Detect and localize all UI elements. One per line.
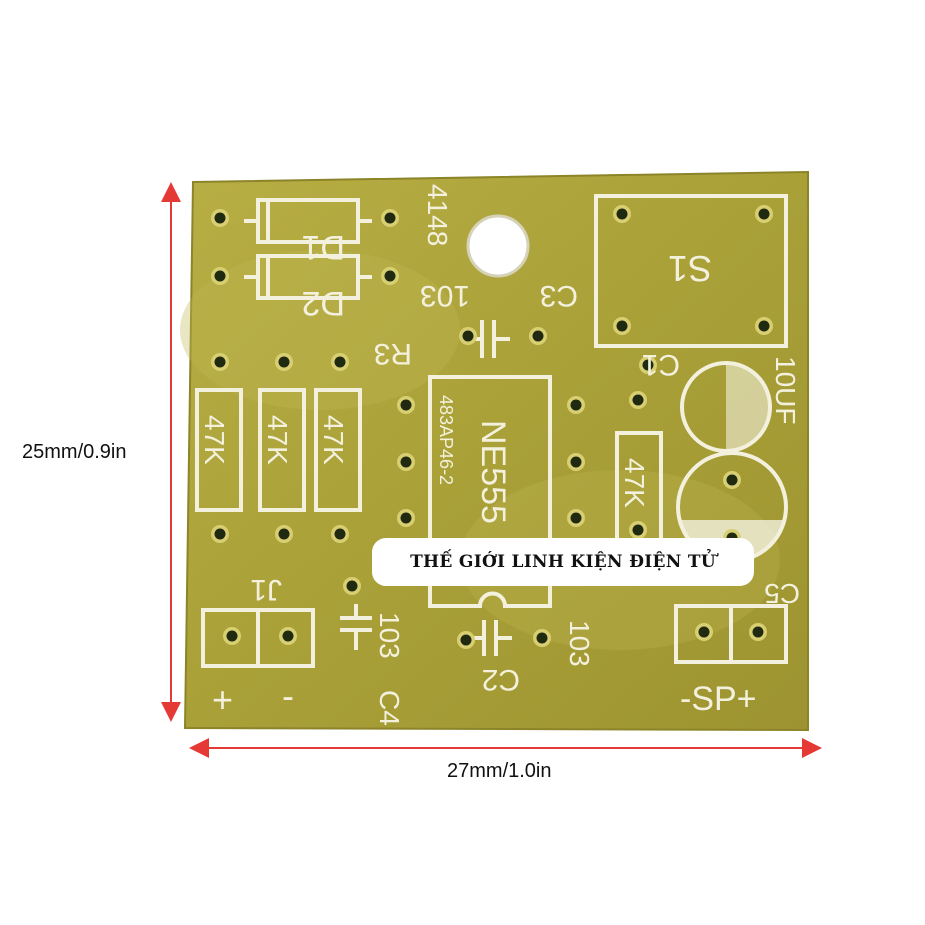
drill-hole: [214, 212, 226, 224]
drill-hole: [758, 320, 770, 332]
drill-hole: [334, 528, 346, 540]
drill-hole: [278, 528, 290, 540]
silk-c2: C2: [482, 663, 520, 696]
capacitor-c4-symbol: [340, 604, 372, 650]
brand-banner: THẾ GIỚI LINH KIỆN ĐIỆN TỬ: [372, 538, 754, 586]
silk-s1: S1: [668, 248, 712, 289]
silk-c4: C4: [374, 690, 405, 726]
silk-diode-part: 4148: [422, 184, 453, 246]
drill-hole: [752, 626, 764, 638]
connector-speaker-outline: [674, 604, 788, 664]
silk-c2-value: 103: [564, 620, 595, 667]
silk-c1: C1: [642, 348, 680, 381]
switch-s1-outline: [594, 194, 788, 348]
drill-hole: [570, 399, 582, 411]
silk-c3-value: 103: [420, 279, 470, 312]
silk-res-left-2: 47K: [262, 415, 293, 465]
silk-minus-left: -: [282, 675, 294, 716]
resistor-outline-2: [258, 388, 306, 512]
drill-hole: [282, 630, 294, 642]
silk-ic-name: NE555: [474, 420, 512, 524]
drill-hole: [632, 394, 644, 406]
silk-j1: J1: [250, 573, 282, 606]
drill-hole: [346, 580, 358, 592]
ic-outline: [428, 375, 552, 608]
drill-hole: [570, 512, 582, 524]
drill-hole: [214, 528, 226, 540]
brand-banner-text: THẾ GIỚI LINH KIỆN ĐIỆN TỬ: [410, 552, 716, 572]
silk-ic-code: 483AP46-2: [436, 395, 456, 485]
drill-hole: [460, 634, 472, 646]
drill-hole: [278, 356, 290, 368]
silk-res-left-3: 47K: [318, 415, 349, 465]
silk-d2: D2: [302, 284, 345, 322]
drill-hole: [400, 399, 412, 411]
diode-d1-outline: [244, 198, 372, 244]
silk-c4-value: 103: [374, 612, 405, 659]
silk-c3: C3: [540, 279, 578, 312]
diode-d2-outline: [244, 254, 372, 300]
drill-hole: [384, 212, 396, 224]
drill-hole: [726, 474, 738, 486]
mounting-hole: [466, 214, 530, 278]
drill-hole: [214, 356, 226, 368]
width-dimension-label: 27mm/1.0in: [447, 760, 552, 782]
silk-res-left-1: 47K: [199, 415, 230, 465]
drill-hole: [642, 359, 654, 371]
capacitor-c1-outline: [680, 361, 772, 453]
resistor-outline-1: [195, 388, 243, 512]
drill-hole: [616, 208, 628, 220]
pcb-board: [183, 170, 809, 732]
drill-hole: [400, 456, 412, 468]
resistor-outline-3: [314, 388, 362, 512]
drill-hole: [400, 512, 412, 524]
silk-res-right: 47K: [619, 458, 650, 508]
silk-d1: D1: [302, 228, 345, 266]
drill-hole: [532, 330, 544, 342]
silk-c1-value: 10UF: [770, 356, 801, 424]
drill-hole: [616, 320, 628, 332]
connector-j1-outline: [201, 608, 315, 668]
drill-hole: [632, 524, 644, 536]
drill-hole: [698, 626, 710, 638]
drill-hole: [214, 270, 226, 282]
drill-hole: [226, 630, 238, 642]
drill-hole: [334, 356, 346, 368]
drill-hole: [570, 456, 582, 468]
silk-r3: R3: [374, 337, 412, 370]
drill-hole: [758, 208, 770, 220]
silk-plus-left: +: [212, 679, 233, 720]
silk-c5: C5: [764, 578, 800, 609]
height-dimension-label: 25mm/0.9in: [22, 441, 127, 463]
drill-hole: [384, 270, 396, 282]
silk-speaker: -SP+: [680, 680, 757, 718]
drill-hole: [536, 632, 548, 644]
drill-hole: [462, 330, 474, 342]
